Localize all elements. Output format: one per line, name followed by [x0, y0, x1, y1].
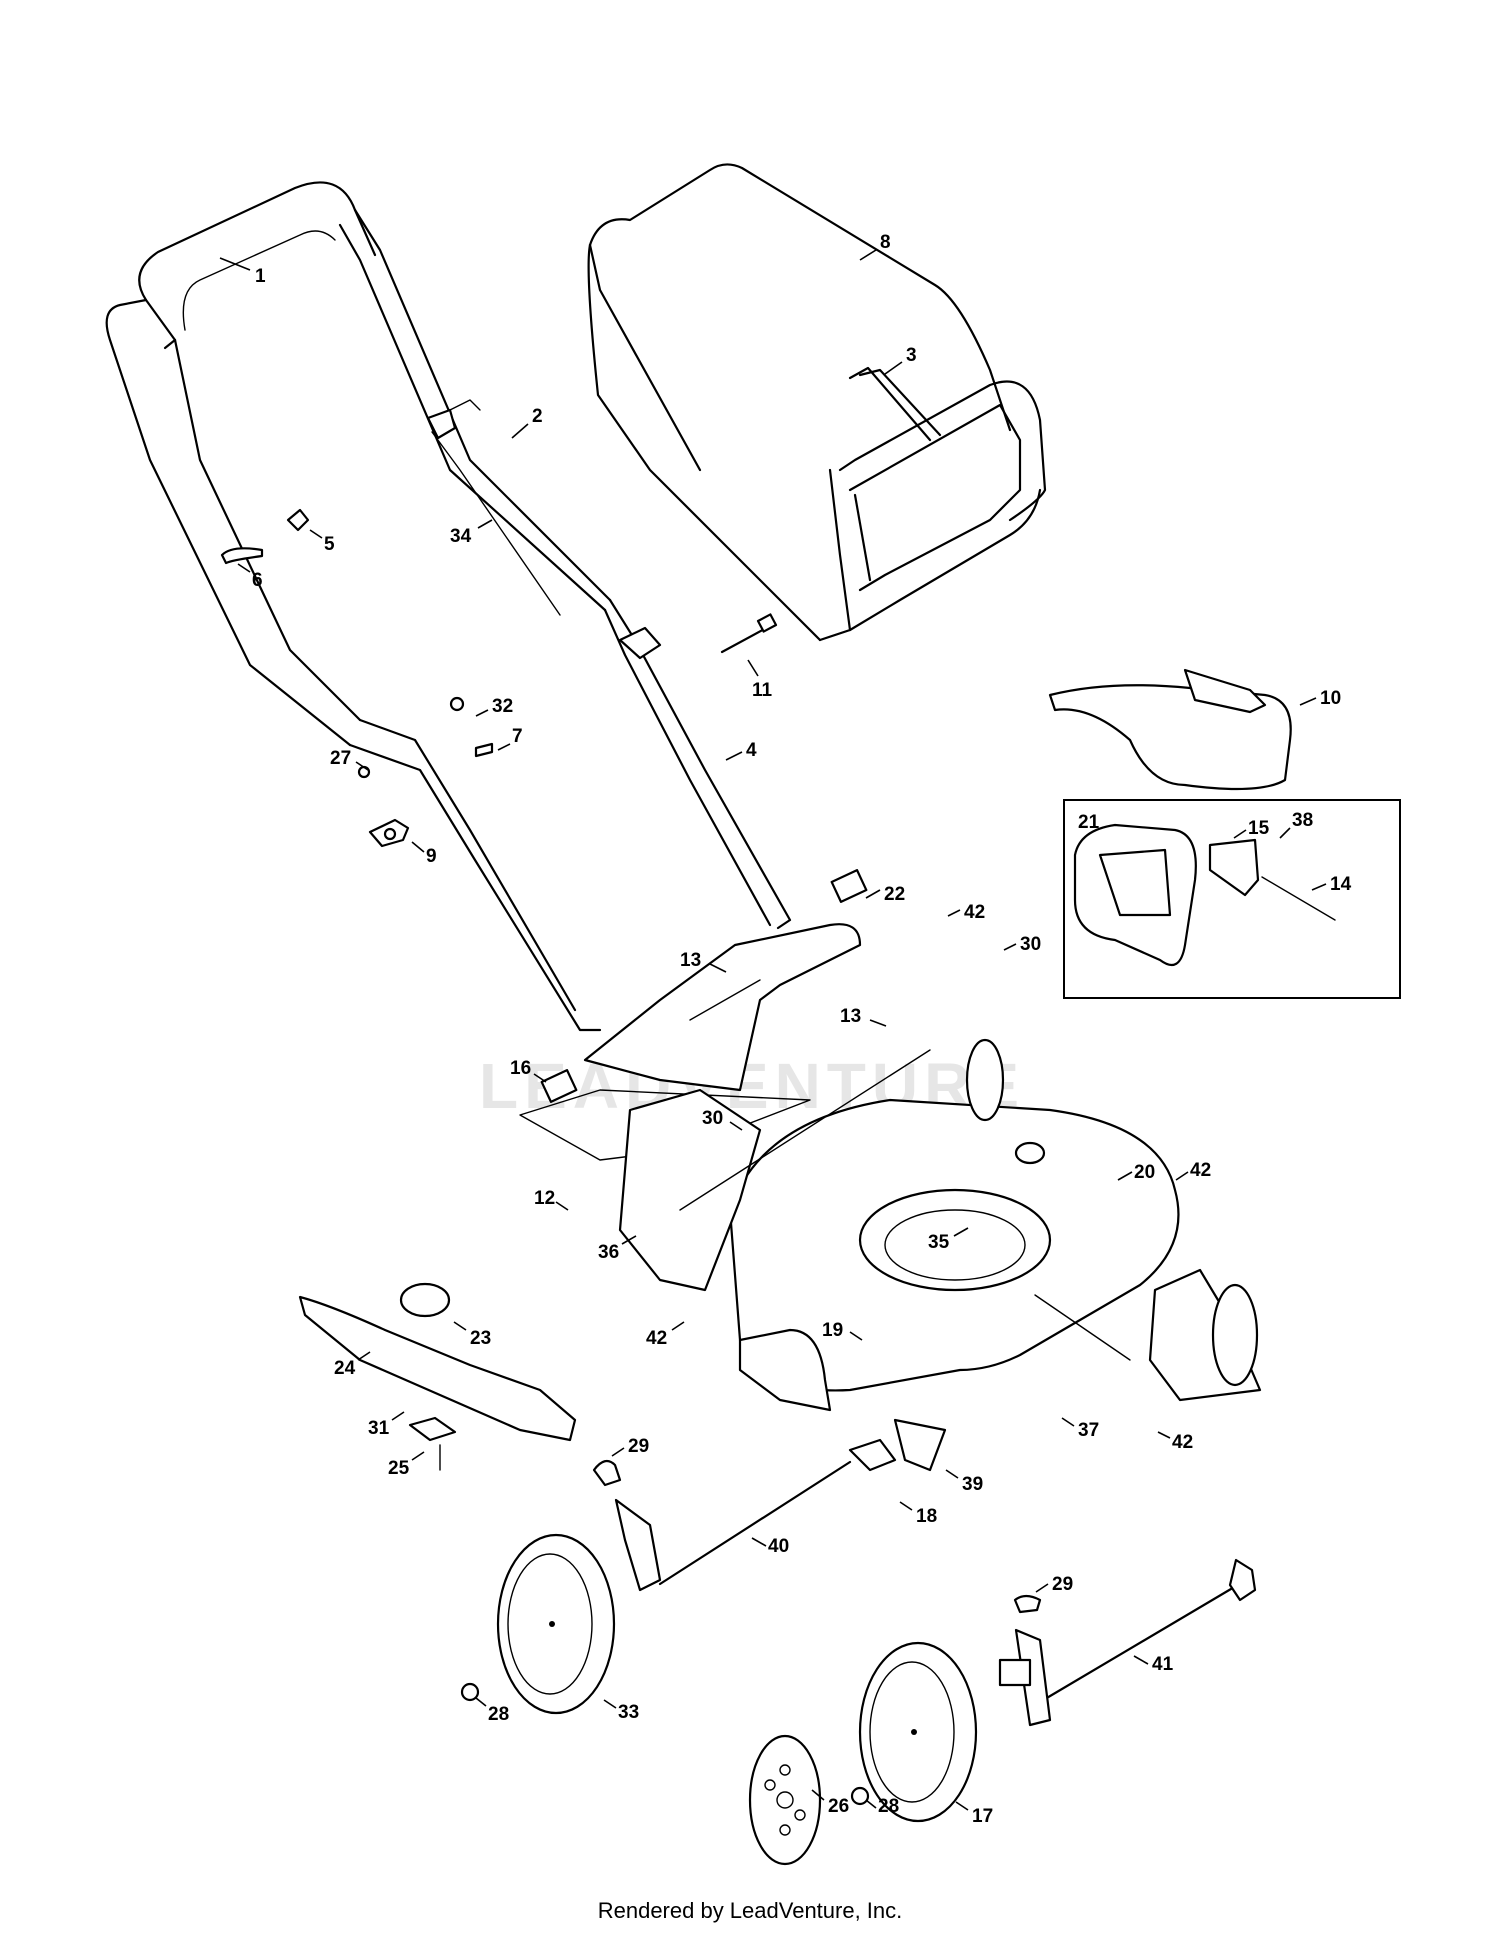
part-label: 42	[964, 902, 985, 923]
part-label: 22	[884, 884, 905, 905]
part-label: 31	[368, 1418, 390, 1439]
part-label: 19	[822, 1320, 843, 1341]
part-label: 26	[828, 1796, 849, 1817]
part-label: 3	[906, 345, 917, 366]
part-label: 42	[1190, 1160, 1211, 1181]
pin-rod	[720, 613, 778, 654]
rear-axle	[998, 1558, 1257, 1727]
part-label: 28	[488, 1704, 509, 1725]
rear-wheel	[850, 1641, 978, 1823]
part-label: 42	[1172, 1432, 1193, 1453]
part-label: 40	[768, 1536, 789, 1557]
part-label: 18	[916, 1506, 937, 1527]
part-label: 7	[512, 726, 523, 747]
lower-handle	[348, 598, 792, 1032]
rear-hinge-bracket	[519, 869, 868, 1161]
part-label: 13	[840, 1006, 861, 1027]
part-label: 41	[1152, 1654, 1174, 1675]
part-label: 4	[746, 740, 757, 761]
part-label: 32	[492, 696, 513, 717]
grass-catcher-bag	[587, 163, 1047, 642]
part-label: 12	[534, 1188, 555, 1209]
part-label: 38	[1292, 810, 1313, 831]
callout-labels: 1 2 3 34 5 6 8 11 4 32 7 27 9 10 21 15 3…	[219, 232, 1352, 1827]
part-label: 28	[878, 1796, 899, 1817]
part-label: 42	[646, 1328, 667, 1349]
part-label: 5	[324, 534, 335, 555]
part-label: 6	[252, 570, 263, 591]
front-left-wheel	[460, 1533, 616, 1715]
part-label: 33	[618, 1702, 639, 1723]
part-label: 23	[470, 1328, 491, 1349]
part-label: 9	[426, 846, 437, 867]
part-label: 2	[532, 406, 543, 427]
part-label: 14	[1330, 874, 1352, 895]
part-label: 30	[702, 1108, 723, 1129]
upper-handle	[105, 181, 612, 747]
handle-knob-icon	[220, 508, 662, 848]
control-cable	[426, 399, 561, 616]
part-label: 16	[510, 1058, 531, 1079]
part-label: 34	[450, 526, 472, 547]
part-label: 39	[962, 1474, 983, 1495]
rear-discharge-door	[1048, 668, 1292, 791]
part-label: 11	[752, 680, 773, 701]
front-axle	[592, 1418, 947, 1592]
part-label: 30	[1020, 934, 1041, 955]
part-label: 35	[928, 1232, 950, 1253]
part-label: 8	[880, 232, 891, 253]
part-label: 21	[1078, 812, 1100, 833]
mulch-plug-inset	[1063, 799, 1401, 999]
part-label: 29	[1052, 1574, 1073, 1595]
part-label: 29	[628, 1436, 649, 1457]
part-label: 1	[255, 266, 266, 287]
part-label: 13	[680, 950, 701, 971]
mower-deck	[618, 1038, 1262, 1412]
footer-credit: Rendered by LeadVenture, Inc.	[597, 1898, 903, 1923]
part-label: 27	[330, 748, 351, 769]
hubcap	[748, 1734, 822, 1866]
part-label: 25	[388, 1458, 410, 1479]
part-label: 20	[1134, 1162, 1155, 1183]
part-label: 17	[972, 1806, 993, 1827]
part-label: 37	[1078, 1420, 1099, 1441]
mower-blade	[298, 1282, 577, 1471]
part-label: 24	[334, 1358, 356, 1379]
part-label: 36	[598, 1242, 619, 1263]
part-label: 10	[1320, 688, 1341, 709]
part-label: 15	[1248, 818, 1270, 839]
